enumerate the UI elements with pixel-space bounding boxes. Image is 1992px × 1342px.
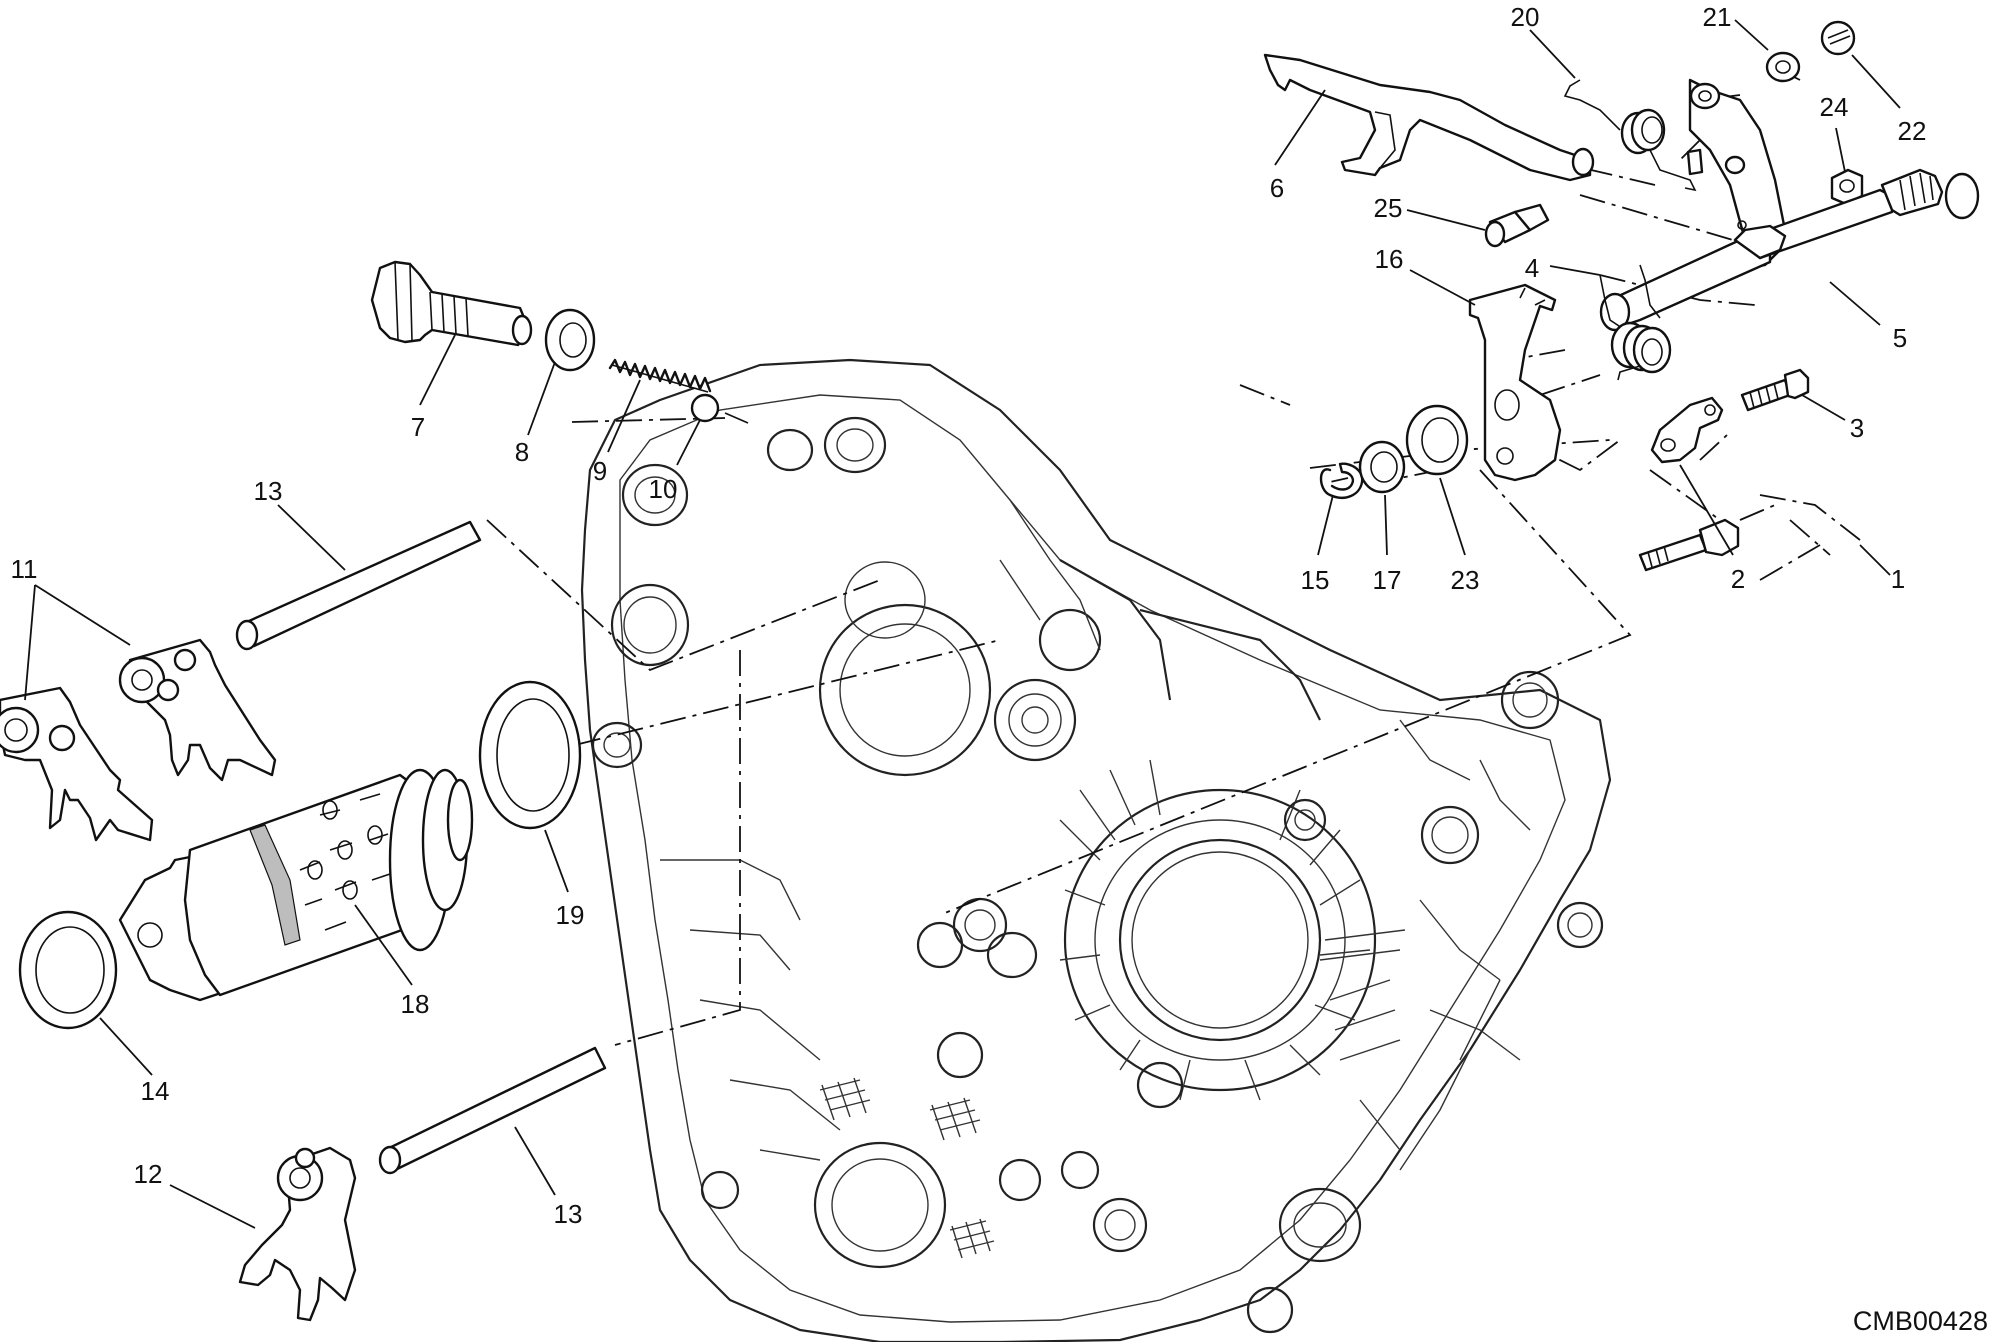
callout-11: 11: [11, 554, 38, 584]
fork-shaft-upper-part-13: [235, 520, 482, 651]
bearing-part-14: [18, 910, 118, 1030]
callout-5: 5: [1893, 323, 1907, 353]
selector-fork-part-12: [238, 1146, 357, 1322]
screw-part-1: [1638, 518, 1740, 572]
callout-23: 23: [1451, 565, 1480, 595]
callout-15: 15: [1301, 565, 1330, 595]
pawl-plate-part-2: [1650, 396, 1724, 464]
shift-drum-part-18: [118, 768, 474, 1002]
callout-21: 21: [1703, 2, 1732, 32]
callout-13-lower: 13: [554, 1199, 583, 1229]
callout-7: 7: [411, 412, 425, 442]
callout-25: 25: [1374, 193, 1403, 223]
callout-14: 14: [141, 1076, 170, 1106]
seal-part-23: [1405, 404, 1469, 476]
return-spring-part-20: [1563, 79, 1697, 192]
callout-2: 2: [1731, 564, 1745, 594]
washer-part-21: [1765, 51, 1801, 83]
bearing-part-19: [478, 680, 582, 830]
selector-plate-part-16: [1468, 283, 1562, 482]
shift-lever-part-6: [1263, 53, 1595, 182]
washer-part-17: [1358, 440, 1406, 494]
circlip-part-22: [1820, 20, 1856, 56]
screw-part-3: [1740, 368, 1810, 412]
callout-22: 22: [1898, 116, 1927, 146]
callout-4: 4: [1525, 253, 1539, 283]
callout-20: 20: [1511, 2, 1540, 32]
callout-1: 1: [1891, 564, 1905, 594]
crankcase-half: [580, 358, 1612, 1342]
callout-10: 10: [649, 474, 678, 504]
callout-3: 3: [1850, 413, 1864, 443]
callout-18: 18: [401, 989, 430, 1019]
selector-forks-part-11: [0, 638, 277, 842]
callout-8: 8: [515, 437, 529, 467]
callout-16: 16: [1375, 244, 1404, 274]
circlip-part-15: [1319, 462, 1364, 499]
callout-13-upper: 13: [254, 476, 283, 506]
selector-shaft-part-5: [1599, 78, 1980, 332]
callout-leader-lines: [24, 19, 1901, 1229]
diagram-reference-code: CMB00428: [1853, 1306, 1988, 1336]
bolt-part-25: [1484, 203, 1550, 248]
detent-bolt-part-7: [370, 260, 533, 347]
callout-9: 9: [593, 456, 607, 486]
detent-spring-part-9: [608, 358, 712, 393]
callout-17: 17: [1373, 565, 1402, 595]
torsion-spring-part-4: [1599, 264, 1672, 381]
washer-part-8: [544, 308, 596, 372]
callout-24: 24: [1820, 92, 1849, 122]
fork-shaft-lower-part-13: [378, 1046, 607, 1175]
detent-ball-part-10: [690, 393, 749, 424]
callout-numbers: 1 2 3 4 5 6 7 8 9 10 11 12 13 13 14 15 1…: [11, 2, 1927, 1229]
callout-12: 12: [134, 1159, 163, 1189]
callout-19: 19: [556, 900, 585, 930]
callout-6: 6: [1270, 173, 1284, 203]
